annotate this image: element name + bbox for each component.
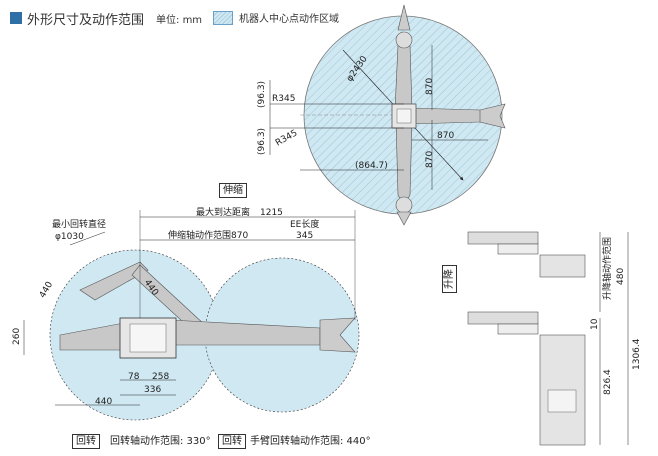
top-view	[269, 4, 506, 226]
wrist-range-text: 手臂回转轴动作范围: 440°	[250, 436, 371, 447]
extend-range-label: 伸缩轴动作范围870	[168, 231, 249, 241]
top-arm-right-length: 870	[437, 131, 455, 141]
title-marker-icon	[10, 12, 22, 24]
side-view	[23, 210, 360, 421]
ee-length-value: 345	[296, 231, 314, 241]
dim-10: 10	[590, 318, 600, 330]
dim-440-bottom: 440	[95, 397, 113, 407]
top-offset2-label: (96.3)	[257, 127, 267, 155]
tag-rotate: 回转	[72, 434, 100, 449]
lift-view	[467, 231, 629, 446]
dim-480: 480	[616, 267, 626, 285]
ee-length-label: EE长度	[290, 220, 320, 230]
top-r1-label: R345	[272, 94, 296, 104]
dim-258: 258	[152, 372, 170, 382]
min-turn-diameter: φ1030	[55, 232, 84, 242]
arm-right	[409, 107, 489, 125]
lift-upper-block	[539, 254, 586, 278]
dim-260: 260	[12, 327, 22, 345]
dim-826: 826.4	[603, 369, 613, 395]
unit-label: 单位: mm	[156, 14, 203, 26]
arm-lower	[395, 119, 413, 206]
arm-upper	[394, 39, 413, 111]
tag-rotate-wrist: 回转	[218, 434, 246, 449]
header: 外形尺寸及动作范围 单位: mm	[10, 10, 203, 28]
dim-1306: 1306.4	[632, 338, 642, 371]
legend-text: 机器人中心点动作区域	[239, 14, 339, 25]
min-turn-label: 最小回转直径	[52, 220, 107, 230]
rotate-range-text: 回转轴动作范围: 330°	[110, 436, 211, 447]
top-offset1-label: (96.3)	[257, 80, 267, 108]
max-reach-label: 最大到达距离	[196, 208, 251, 218]
tag-extend: 伸缩	[219, 183, 247, 198]
page-title: 外形尺寸及动作范围	[27, 12, 145, 28]
end-effector	[319, 317, 356, 353]
tag-lift: 升降	[442, 265, 457, 293]
top-reach-label: (864.7)	[355, 161, 388, 171]
dim-78: 78	[128, 372, 140, 382]
top-arm-up-length: 870	[425, 77, 435, 95]
hatched-area-swatch-icon	[213, 10, 233, 25]
dim-336: 336	[144, 385, 162, 395]
max-reach-value: 1215	[260, 208, 283, 218]
legend: 机器人中心点动作区域	[213, 10, 339, 25]
lift-range-label: 升降轴动作范围	[603, 236, 613, 300]
arm-folded	[79, 261, 149, 301]
top-arm-down-length: 870	[425, 150, 435, 168]
